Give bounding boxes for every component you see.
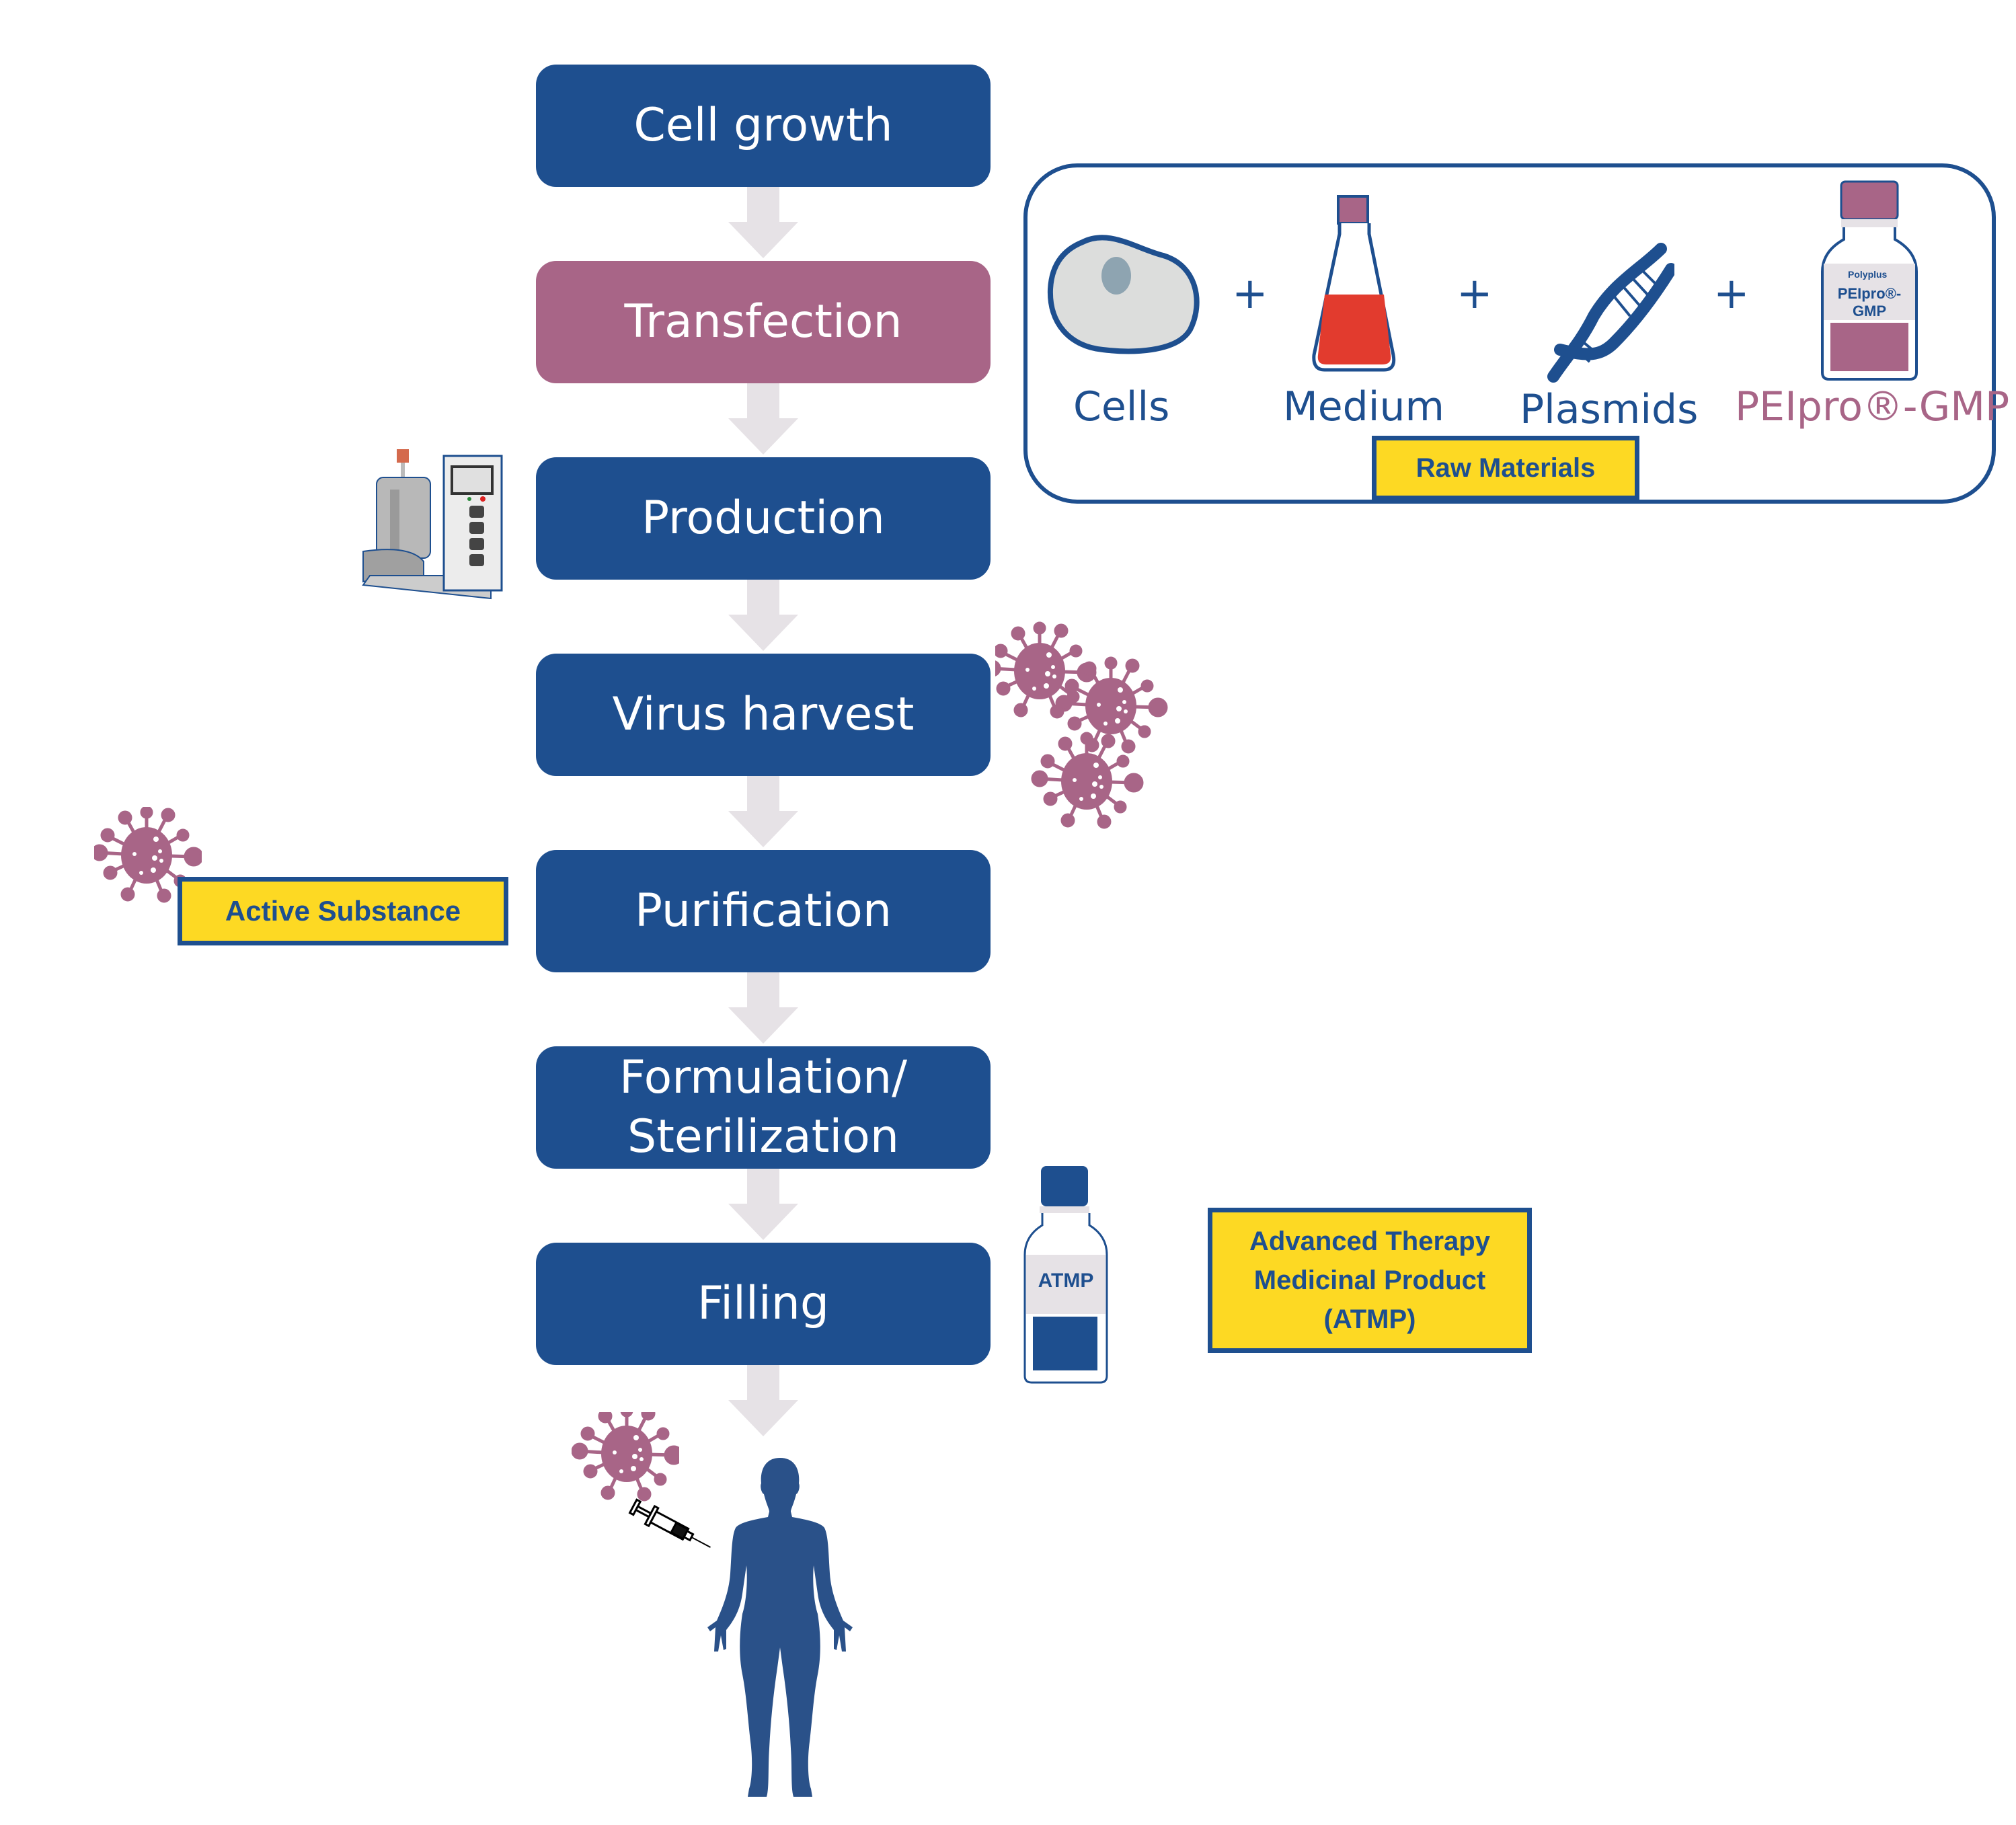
bottle-product: PEIpro®-GMP bbox=[1837, 285, 1902, 319]
material-label-medium: Medium bbox=[1283, 383, 1444, 430]
bioreactor-icon bbox=[362, 449, 503, 600]
plus-sign: + bbox=[1457, 269, 1493, 319]
atmp-line1: Advanced Therapy bbox=[1249, 1227, 1490, 1256]
human-body-icon bbox=[707, 1458, 853, 1797]
step-cell-growth: Cell growth bbox=[536, 65, 991, 187]
raw-materials-label: Raw Materials bbox=[1372, 436, 1639, 500]
atmp-line3: (ATMP) bbox=[1323, 1305, 1416, 1334]
step-label: Transfection bbox=[624, 295, 902, 348]
flow-arrow-icon bbox=[728, 776, 798, 847]
cell-icon bbox=[1047, 235, 1200, 354]
dna-icon bbox=[1547, 243, 1674, 383]
virus-cluster bbox=[995, 619, 1197, 841]
atmp-label: Advanced Therapy Medicinal Product (ATMP… bbox=[1208, 1208, 1532, 1353]
active-substance-label: Active Substance bbox=[178, 877, 508, 945]
step-filling: Filling bbox=[536, 1243, 991, 1365]
flow-arrow-icon bbox=[728, 580, 798, 651]
flow-arrow-icon bbox=[728, 1169, 798, 1240]
plus-sign: + bbox=[1232, 269, 1268, 319]
step-transfection: Transfection bbox=[536, 261, 991, 383]
flow-arrow-icon bbox=[728, 972, 798, 1044]
step-formulation-sterilization: Formulation/ Sterilization bbox=[536, 1046, 991, 1169]
step-label: Filling bbox=[697, 1276, 829, 1330]
bottle-brand: Polyplus bbox=[1848, 269, 1888, 280]
reagent-bottle-icon: Polyplus PEIpro®-GMP bbox=[1816, 178, 1923, 383]
step-label: Production bbox=[642, 491, 885, 545]
atmp-bottle-label: ATMP bbox=[1038, 1270, 1094, 1292]
flow-arrow-icon bbox=[728, 383, 798, 455]
active-substance-text: Active Substance bbox=[225, 895, 461, 927]
flow-arrow-icon bbox=[728, 187, 798, 258]
material-label-cells: Cells bbox=[1073, 383, 1170, 430]
flow-arrow-icon bbox=[728, 1365, 798, 1436]
raw-materials-title: Raw Materials bbox=[1416, 453, 1596, 483]
virus-icon bbox=[572, 1412, 679, 1506]
flask-icon bbox=[1312, 195, 1396, 372]
atmp-bottle-icon: ATMP bbox=[1022, 1161, 1110, 1387]
step-production: Production bbox=[536, 457, 991, 580]
syringe-icon bbox=[628, 1498, 711, 1548]
material-label-plasmids: Plasmids bbox=[1520, 386, 1699, 433]
material-label-peipro: PEIpro®-GMP bbox=[1735, 383, 2010, 430]
step-virus-harvest: Virus harvest bbox=[536, 654, 991, 776]
step-label-line2: Sterilization bbox=[627, 1110, 899, 1163]
step-label-line1: Formulation/ bbox=[619, 1050, 908, 1104]
step-label: Purification bbox=[635, 884, 892, 937]
atmp-line2: Medicinal Product bbox=[1253, 1266, 1486, 1295]
step-purification: Purification bbox=[536, 850, 991, 972]
step-label: Cell growth bbox=[633, 98, 893, 152]
plus-sign: + bbox=[1713, 269, 1750, 319]
step-label: Virus harvest bbox=[612, 687, 915, 741]
